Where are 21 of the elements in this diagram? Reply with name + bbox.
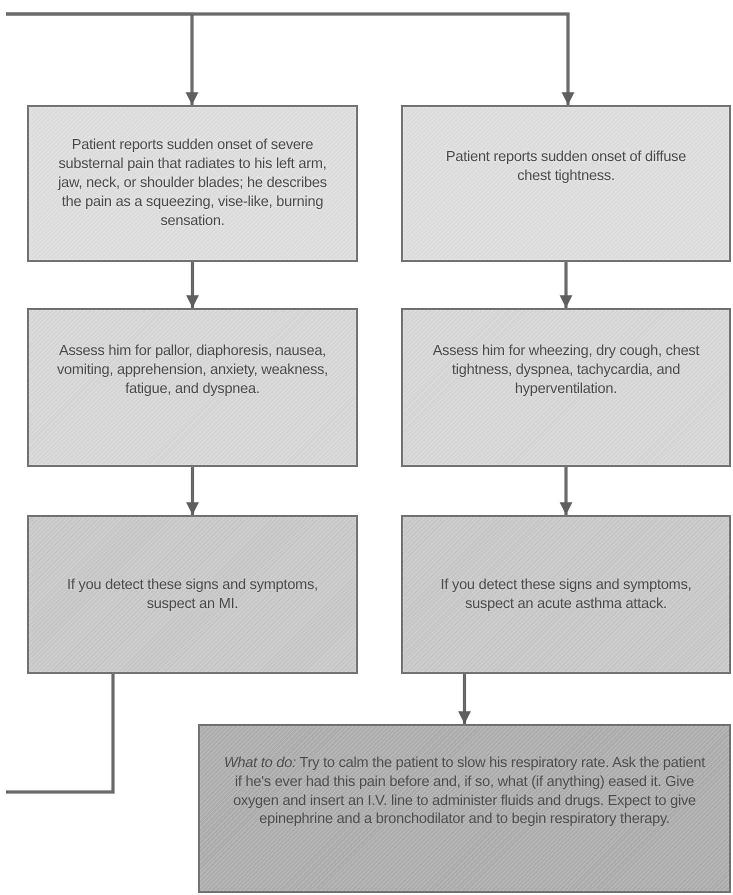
box-text: If you detect these signs and symptoms, suspect an acute asthma attack. [440,576,692,614]
box-text: What to do: Try to calm the patient to slow his respiratory rate. Ask the patient if he's ever had this pain before and, if so, what (if anything) eased it. Give oxygen and insert an I.V. line to administer fluids and drugs. Expect to give epinephrine and a bronchodilator and to begin respiratory therapy. [222,754,706,830]
process-box [401,105,731,262]
arrow [560,262,572,308]
arrow [6,12,574,105]
box-text: If you detect these signs and symptoms, suspect an MI. [66,576,319,614]
box-text: Patient reports sudden onset of diffuse chest tightness. [444,148,688,186]
process-box [27,515,358,674]
arrow [458,674,471,724]
process-box [27,105,358,262]
box-text: Assess him for pallor, diaphoresis, nausea, vomiting, apprehension, anxiety, weakness, fatigue, and dyspnea. [56,342,329,399]
arrow [560,467,572,515]
box-text: Patient reports sudden onset of severe substernal pain that radiates to his left arm, jaw, neck, or shoulder blades; he describes the pain as a squeezing, vise-like, burning sensation. [56,136,328,231]
arrow [186,467,199,515]
box-text: Assess him for wheezing, dry cough, chest tightness, dyspnea, tachycardia, and hyperventilation. [432,342,700,399]
process-box [198,724,731,893]
arrow [186,262,199,308]
process-box [401,308,731,467]
connector-line [6,674,115,794]
process-box [401,515,731,674]
process-box [27,308,358,467]
